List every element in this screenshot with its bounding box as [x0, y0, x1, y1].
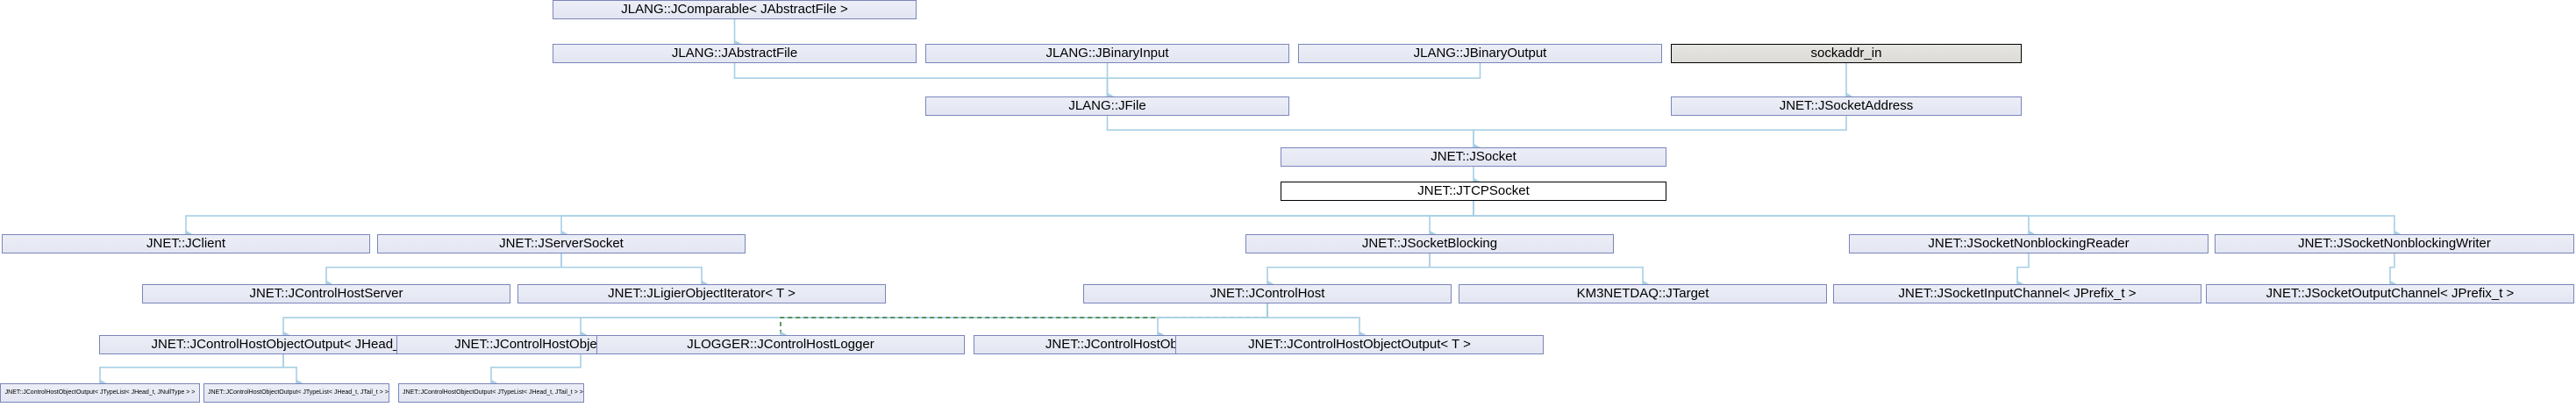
class-node-label: JLOGGER::JControlHostLogger [687, 337, 874, 352]
inheritance-edge [1473, 201, 2401, 239]
class-node-label: JNET::JTCPSocket [1417, 183, 1530, 198]
class-node[interactable]: sockaddr_in [1671, 44, 2022, 63]
inheritance-edge [1106, 116, 1481, 152]
inheritance-edge [560, 201, 1474, 239]
class-node[interactable]: JNET::JSocketAddress [1671, 96, 2022, 116]
inheritance-edge [1429, 201, 1474, 239]
inheritance-edge [580, 303, 1268, 339]
class-node[interactable]: JNET::JSocketOutputChannel< JPrefix_t > [2206, 284, 2574, 303]
class-node[interactable]: JNET::JControlHostObjectOutput< JHead_t … [99, 335, 467, 354]
class-node[interactable]: JNET::JControlHost [1083, 284, 1452, 303]
class-node-label: JNET::JSocketNonblockingReader [1928, 236, 2130, 251]
class-node-label: JNET::JServerSocket [499, 236, 624, 251]
class-node-label: JLANG::JAbstractFile [671, 46, 798, 61]
class-node[interactable]: JLOGGER::JControlHostLogger [596, 335, 965, 354]
inheritance-edge [1429, 253, 1650, 289]
class-node-label: JNET::JControlHostObjectOutput< T > [1248, 337, 1471, 352]
class-node[interactable]: JLANG::JBinaryInput [925, 44, 1289, 63]
inheritance-edge [1473, 116, 1847, 152]
class-node[interactable]: JLANG::JFile [925, 96, 1289, 116]
inheritance-edge [1267, 303, 1366, 339]
class-node[interactable]: JNET::JTCPSocket [1281, 182, 1666, 201]
class-node-label: JNET::JControlHostObjectOutput< JTypeLis… [4, 389, 196, 396]
class-node-label: JLANG::JBinaryOutput [1413, 46, 1547, 61]
class-node[interactable]: JNET::JControlHostServer [142, 284, 510, 303]
class-node-label: JNET::JControlHostObjectOutput< JHead_t … [151, 337, 416, 352]
class-node[interactable]: JNET::JServerSocket [377, 234, 746, 253]
class-node[interactable]: JNET::JSocketInputChannel< JPrefix_t > [1833, 284, 2201, 303]
class-node[interactable]: JLANG::JAbstractFile [553, 44, 917, 63]
class-node-label: JLANG::JFile [1068, 98, 1146, 113]
inheritance-edge [733, 63, 1114, 101]
class-node[interactable]: JNET::JSocketBlocking [1245, 234, 1614, 253]
class-node[interactable]: KM3NETDAQ::JTarget [1459, 284, 1827, 303]
class-node-label: JNET::JControlHost [1210, 286, 1325, 301]
inheritance-edge [1106, 63, 1481, 101]
class-node[interactable]: JNET::JControlHostObjectOutput< JTypeLis… [398, 383, 584, 403]
class-node-label: JNET::JSocketBlocking [1361, 236, 1498, 251]
usage-edge [780, 303, 1268, 339]
class-node-label: JNET::JControlHostObjectOutput< JTypeLis… [208, 389, 389, 396]
class-node[interactable]: JNET::JControlHostObjectOutput< T > [1175, 335, 1544, 354]
class-node[interactable]: JLANG::JComparable< JAbstractFile > [553, 0, 917, 19]
class-node-label: JLANG::JComparable< JAbstractFile > [621, 2, 848, 17]
class-node[interactable]: JNET::JSocketNonblockingWriter [2215, 234, 2574, 253]
inheritance-edge [1267, 253, 1431, 289]
class-node-label: JLANG::JBinaryInput [1045, 46, 1169, 61]
class-node-label: JNET::JSocket [1431, 149, 1516, 164]
class-node-label: JNET::JSocketOutputChannel< JPrefix_t > [2266, 286, 2515, 301]
class-node-label: JNET::JControlHostServer [249, 286, 403, 301]
class-node-label: JNET::JControlHostObjectOutput< JTypeLis… [403, 389, 583, 396]
class-node[interactable]: JNET::JControlHostObjectOutput< JTypeLis… [203, 383, 389, 403]
class-node-label: JNET::JClient [146, 236, 226, 251]
class-node-label: JNET::JLigierObjectIterator< T > [608, 286, 796, 301]
class-node-label: KM3NETDAQ::JTarget [1576, 286, 1709, 301]
inheritance-edge [2389, 253, 2397, 289]
inheritance-edge [99, 354, 284, 388]
class-node[interactable]: JNET::JClient [2, 234, 370, 253]
inheritance-edge [560, 253, 709, 289]
class-node[interactable]: JNET::JLigierObjectIterator< T > [517, 284, 886, 303]
class-node[interactable]: JLANG::JBinaryOutput [1298, 44, 1662, 63]
inheritance-edge [1473, 201, 2036, 239]
inheritance-edge [2016, 253, 2030, 289]
inheritance-edge [490, 354, 582, 388]
class-node-label: JNET::JSocketAddress [1779, 98, 1914, 113]
inheritance-edge [282, 354, 303, 388]
class-node[interactable]: JNET::JSocketNonblockingReader [1849, 234, 2209, 253]
class-node[interactable]: JNET::JSocket [1281, 147, 1666, 167]
class-node-label: sockaddr_in [1810, 46, 1882, 61]
inheritance-edge [282, 303, 1268, 339]
class-node-label: JNET::JSocketNonblockingWriter [2298, 236, 2491, 251]
inheritance-edge [185, 201, 1474, 239]
inheritance-edge [325, 253, 562, 289]
inheritance-edge [1157, 303, 1268, 339]
class-node-label: JNET::JSocketInputChannel< JPrefix_t > [1898, 286, 2137, 301]
class-node[interactable]: JNET::JControlHostObjectOutput< JTypeLis… [0, 383, 200, 403]
